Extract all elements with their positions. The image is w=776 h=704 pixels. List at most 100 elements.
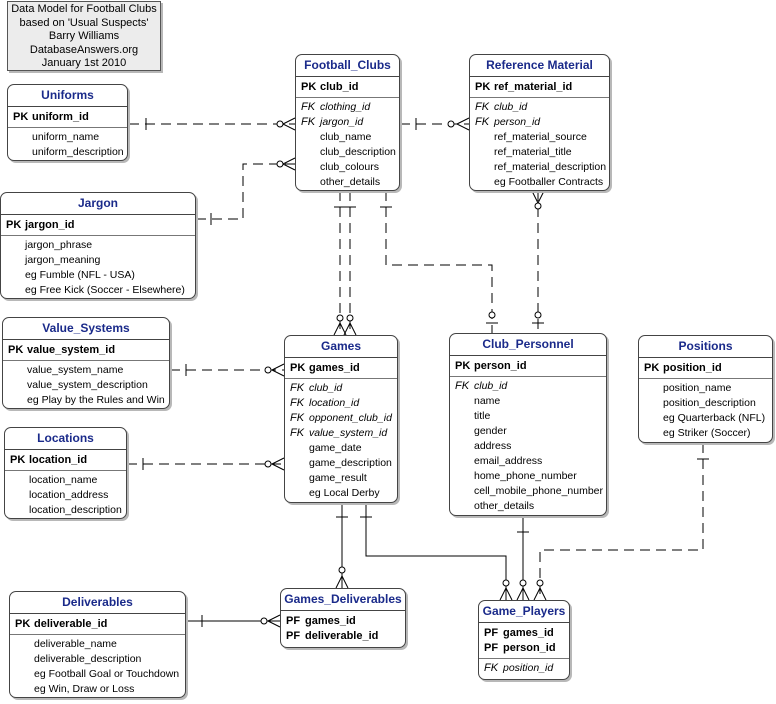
attribute-name: position_id <box>663 362 722 374</box>
attribute-row: jargon_meaning <box>6 253 195 268</box>
attribute-row: other_details <box>455 499 606 514</box>
rel-jargon-football-clubs <box>196 157 296 225</box>
attribute-row: name <box>455 394 606 409</box>
attribute-name: club_id <box>494 101 528 113</box>
key-marker: FK <box>455 380 470 392</box>
attribute-row: club_colours <box>301 160 399 175</box>
attribute-row: ref_material_description <box>475 160 609 175</box>
entity-title: Games_Deliverables <box>281 589 405 611</box>
key-marker: PK <box>644 362 660 374</box>
attribute-name: uniform_name <box>32 131 100 143</box>
attribute-row: deliverable_description <box>15 652 185 667</box>
note-line: based on 'Usual Suspects' <box>19 16 149 29</box>
key-marker: FK <box>484 662 499 674</box>
rel-positions-gameplayers <box>533 443 709 601</box>
key-marker: PK <box>455 360 471 372</box>
attribute-name: uniform_description <box>32 146 124 158</box>
attribute-name: deliverable_description <box>34 653 142 665</box>
attribute-row: club_name <box>301 130 399 145</box>
note-line: January 1st 2010 <box>41 57 127 69</box>
attribute-name: ref_material_source <box>494 131 587 143</box>
key-marker: PF <box>484 642 499 654</box>
attribute-name: other_details <box>474 500 535 512</box>
rel-reference-personnel <box>531 190 545 333</box>
key-marker: PK <box>10 454 26 466</box>
attribute-row: game_date <box>290 441 397 456</box>
attribute-row: uniform_name <box>13 130 127 145</box>
attribute-row: location_description <box>10 503 126 518</box>
attribute-name: eg Footballer Contracts <box>494 176 604 188</box>
attribute-row: deliverable_name <box>15 637 185 652</box>
rel-values-games <box>170 363 285 377</box>
attribute-name: person_id <box>503 642 556 654</box>
key-marker: PK <box>15 618 31 630</box>
attribute-row: uniform_description <box>13 145 127 160</box>
attribute-name: eg Play by the Rules and Win <box>27 394 165 406</box>
entity-title: Uniforms <box>8 85 127 107</box>
rel-deliverables-gamesdeliverables <box>186 614 281 628</box>
rel-locations-games <box>127 457 285 471</box>
attribute-row: eg Football Goal or Touchdown <box>15 667 185 682</box>
attribute-name: location_name <box>29 474 98 486</box>
key-marker: FK <box>290 397 305 409</box>
attribute-row: title <box>455 409 606 424</box>
attribute-name: title <box>474 410 491 422</box>
attribute-row: eg Free Kick (Soccer - Elsewhere) <box>6 283 195 298</box>
key-separator <box>285 378 397 379</box>
key-marker: FK <box>290 382 305 394</box>
attribute-row: value_system_description <box>8 378 169 393</box>
attribute-name: position_id <box>503 662 554 674</box>
attribute-name: club_id <box>320 81 359 93</box>
key-marker: PF <box>484 627 499 639</box>
key-marker: PK <box>290 362 306 374</box>
attribute-row: eg Local Derby <box>290 486 397 501</box>
key-marker: FK <box>290 412 305 424</box>
attribute-name: home_phone_number <box>474 470 577 482</box>
note-line: Barry Williams <box>48 30 120 42</box>
attribute-name: jargon_meaning <box>25 254 101 266</box>
key-marker: PK <box>8 344 24 356</box>
attribute-row: cell_mobile_phone_number <box>455 484 606 499</box>
attribute-name: value_system_id <box>309 427 388 439</box>
attribute-row: game_description <box>290 456 397 471</box>
attribute-name: location_description <box>29 504 122 516</box>
rel-games-gameplayers <box>360 503 513 601</box>
attribute-name: ref_material_id <box>494 81 573 93</box>
rel-clubs-games <box>333 191 357 336</box>
key-separator <box>639 378 772 379</box>
attribute-name: game_result <box>309 472 367 484</box>
attribute-name: ref_material_title <box>494 146 572 158</box>
attribute-name: location_id <box>29 454 88 466</box>
key-marker: FK <box>301 116 316 128</box>
attribute-name: club_colours <box>320 161 379 173</box>
key-separator <box>296 97 399 98</box>
rel-clubs-reference <box>400 117 470 131</box>
attribute-row: eg Footballer Contracts <box>475 175 609 190</box>
rel-games-gamesdeliverables <box>335 503 349 589</box>
attribute-name: eg Free Kick (Soccer - Elsewhere) <box>25 284 185 296</box>
attribute-name: position_description <box>663 397 756 409</box>
entity-title: Reference Material <box>470 55 609 77</box>
